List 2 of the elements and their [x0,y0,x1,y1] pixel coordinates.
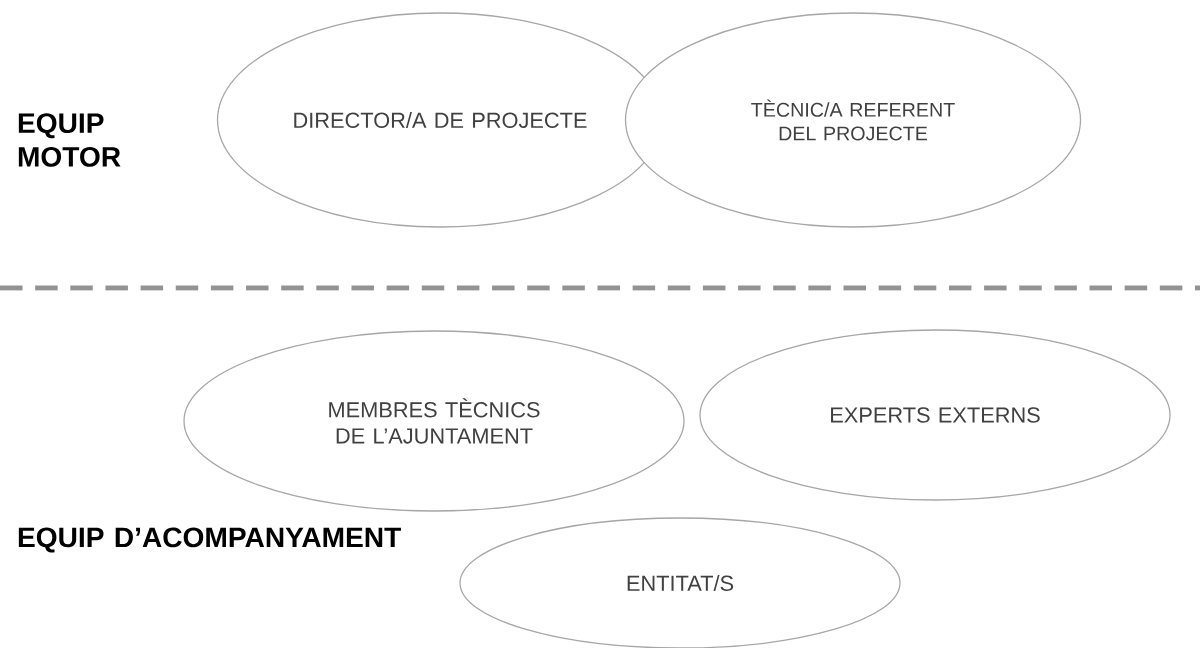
team-heading: EQUIP MOTOR [18,113,121,167]
team-heading: EQUIP D’ACOMPANYAMENT [18,527,401,553]
